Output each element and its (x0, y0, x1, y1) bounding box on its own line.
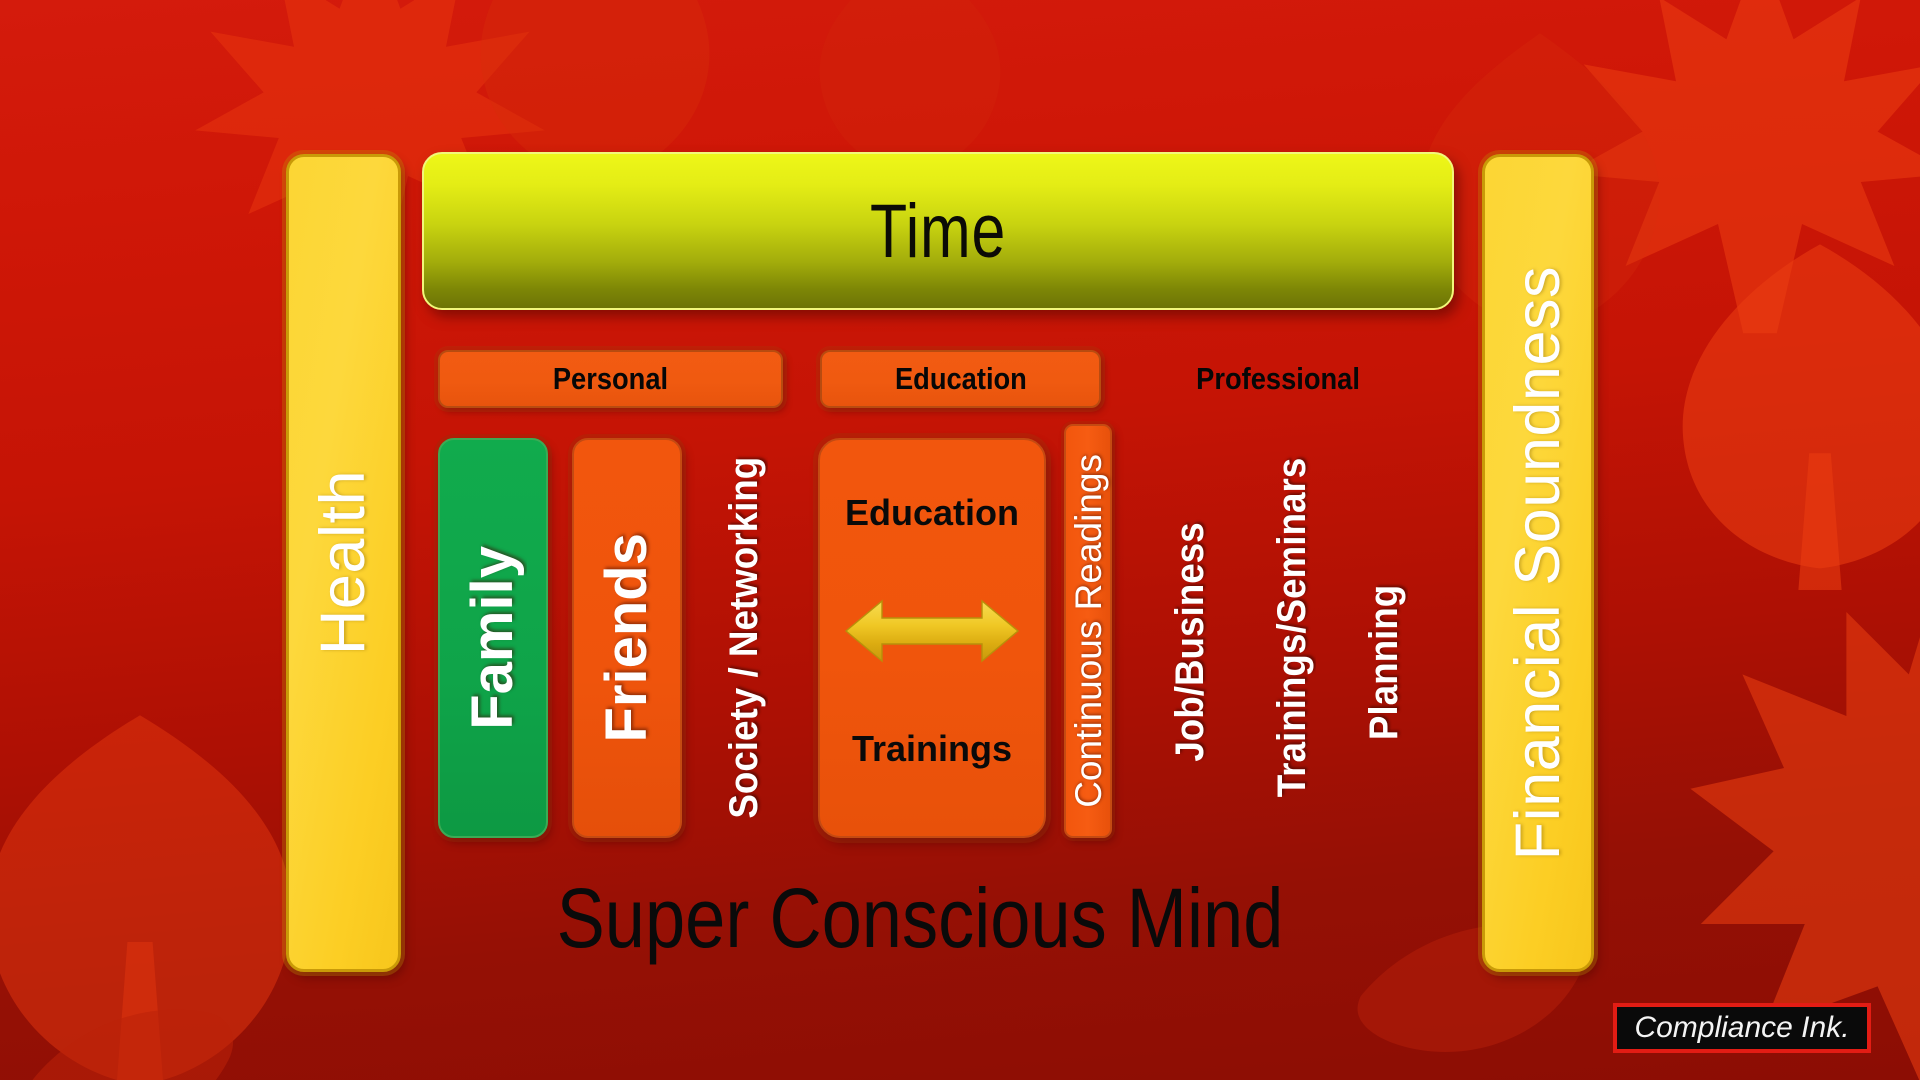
education-trainings-box[interactable]: Education Trainings (818, 438, 1046, 838)
column-continuous-readings[interactable]: Continuous Readings (1064, 424, 1112, 838)
time-bar[interactable]: Time (422, 152, 1454, 310)
column-trainings-seminars-label: Trainings/Seminars (1270, 458, 1314, 798)
leaf-icon (32, 1009, 234, 1080)
column-job-business: Job/Business (1152, 482, 1228, 802)
column-friends-label: Friends (594, 533, 659, 743)
column-job-business-label: Job/Business (1168, 522, 1212, 762)
column-society-networking: Society / Networking (706, 438, 782, 838)
compliance-ink-logo: Compliance Ink. (1613, 1003, 1871, 1053)
education-box-top-label: Education (844, 492, 1019, 533)
category-professional: Professional (1148, 350, 1408, 408)
column-trainings-seminars: Trainings/Seminars (1254, 458, 1330, 798)
education-box-bottom-label: Trainings (851, 728, 1013, 769)
double-headed-arrow-icon (844, 599, 1020, 663)
page-title: Super Conscious Mind (556, 871, 1284, 965)
time-bar-label: Time (869, 188, 1007, 274)
category-personal-label: Personal (552, 361, 669, 396)
category-personal[interactable]: Personal (438, 350, 783, 408)
pillar-financial-soundness-label: Financial Soundness (1502, 265, 1573, 861)
leaf-icon (1682, 244, 1920, 590)
pillar-financial-soundness[interactable]: Financial Soundness (1482, 154, 1594, 972)
column-planning: Planning (1346, 542, 1422, 782)
column-society-networking-label: Society / Networking (722, 457, 766, 819)
category-education[interactable]: Education (820, 350, 1101, 408)
column-continuous-readings-label: Continuous Readings (1067, 454, 1109, 808)
category-education-label: Education (894, 361, 1027, 396)
column-planning-label: Planning (1362, 584, 1406, 740)
pillar-health[interactable]: Health (286, 154, 401, 972)
double-arrow-wrapper (820, 592, 1044, 670)
pillar-health-label: Health (308, 470, 378, 656)
category-professional-label: Professional (1196, 361, 1360, 396)
maple-leaf-icon (1690, 612, 1920, 1080)
column-family[interactable]: Family (438, 438, 548, 838)
column-family-label: Family (460, 546, 525, 730)
column-friends[interactable]: Friends (572, 438, 682, 838)
compliance-ink-logo-text: Compliance Ink. (1634, 1011, 1850, 1044)
